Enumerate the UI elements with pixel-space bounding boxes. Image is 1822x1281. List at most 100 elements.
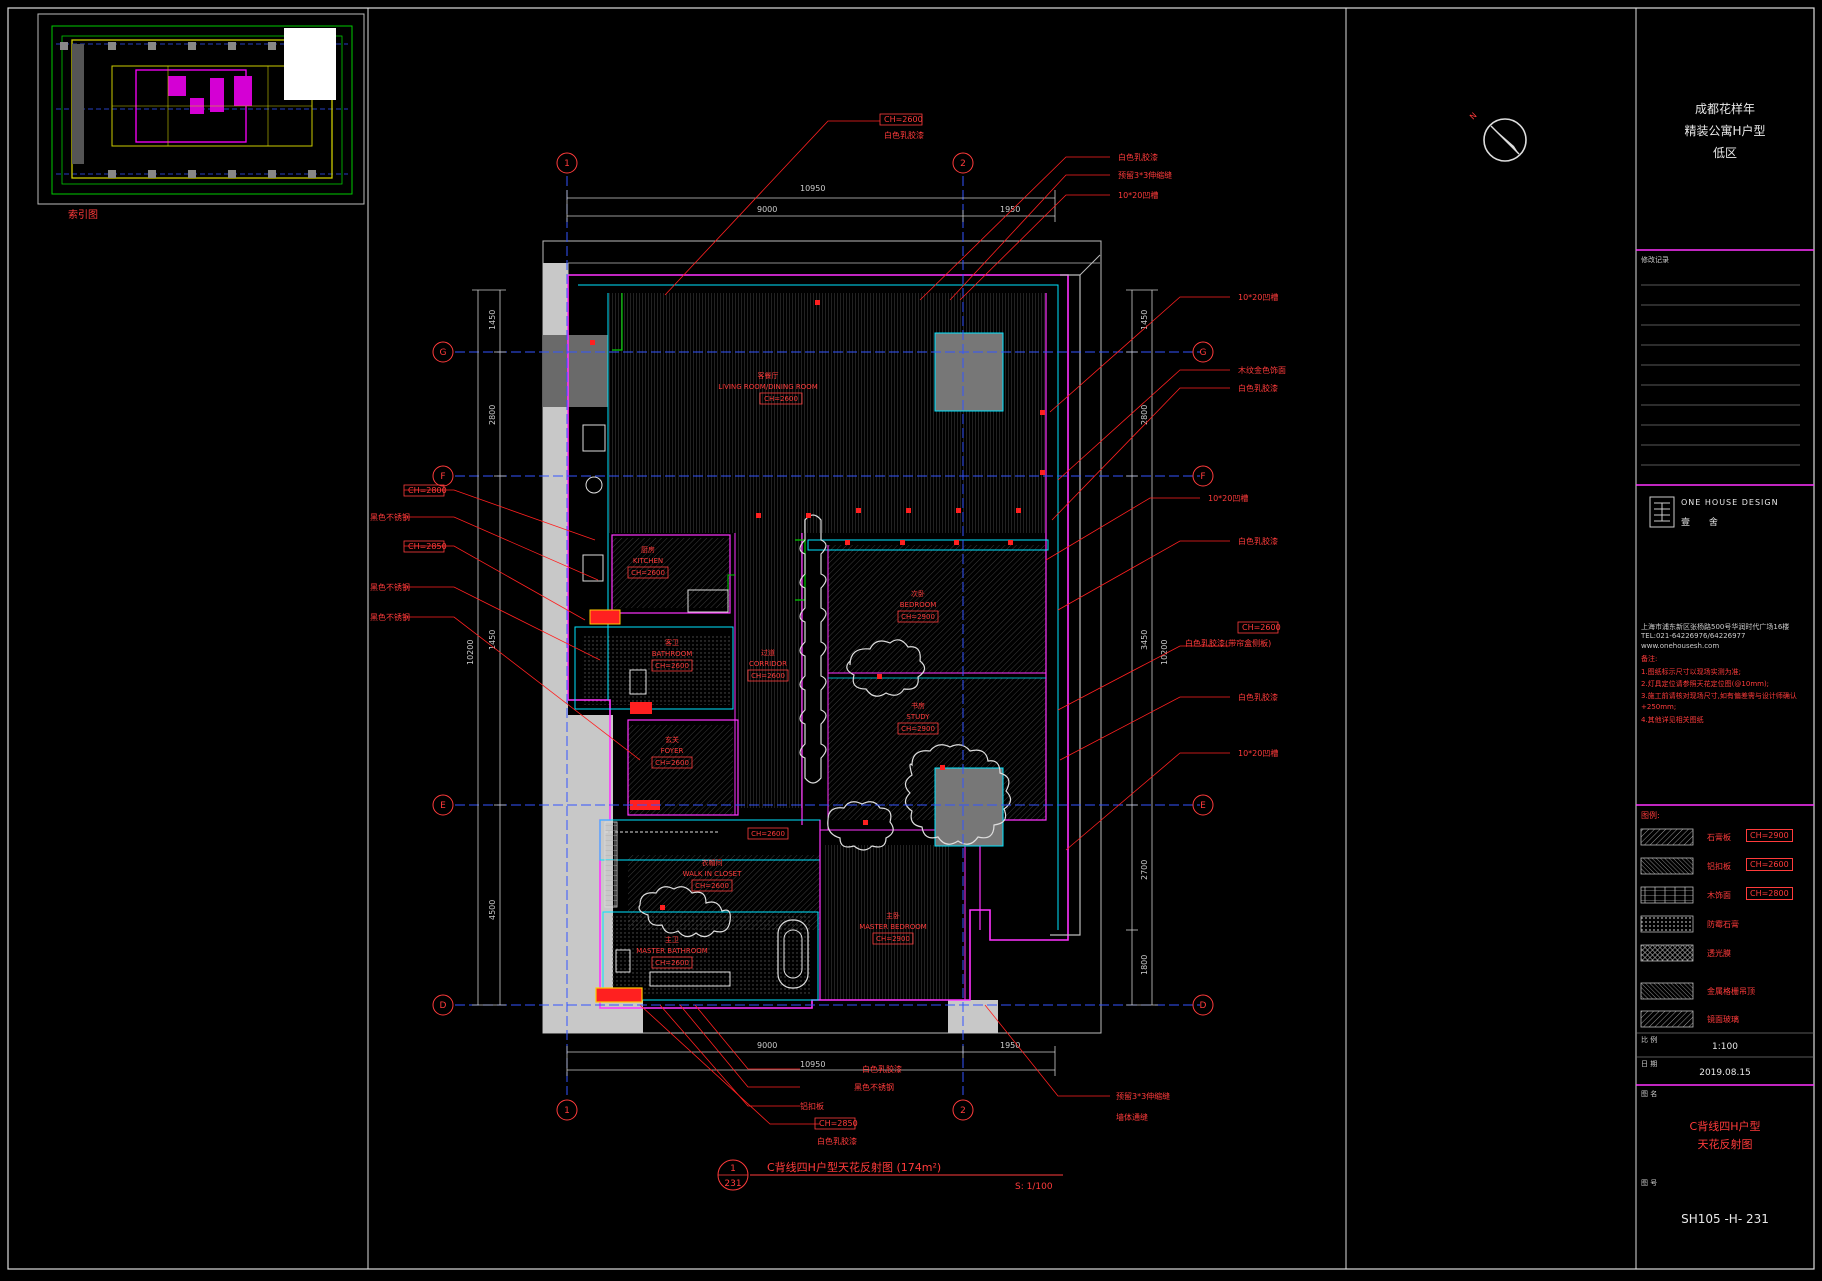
svg-text:厨房: 厨房	[641, 545, 655, 554]
callout-r6: 白色乳胶漆	[1238, 383, 1278, 393]
drawing-name-label: 图 名	[1641, 1090, 1658, 1098]
callout-r3: 10*20凹槽	[1118, 190, 1158, 200]
callout-l2-ch: CH=2850	[408, 542, 447, 551]
drawing-no-label: 图 号	[1641, 1179, 1658, 1187]
legend-row: 铝扣板 CH=2600	[1641, 858, 1801, 876]
svg-text:主卫: 主卫	[665, 935, 679, 944]
dim-left-total: 10200	[466, 640, 475, 665]
svg-text:书房: 书房	[911, 701, 925, 710]
svg-text:客餐厅: 客餐厅	[758, 371, 779, 380]
company-phone: TEL:021-64226976/64226977	[1641, 632, 1746, 640]
svg-text:CH=2900: CH=2900	[901, 613, 935, 621]
svg-text:CH=2600: CH=2600	[655, 759, 689, 767]
callout-l1-ch: CH=2800	[408, 486, 447, 495]
legend-row: 木饰面 CH=2800	[1641, 887, 1801, 905]
legend-name: 透光膜	[1707, 949, 1731, 958]
drawing-name-line-1: C背线四H户型	[1689, 1120, 1761, 1133]
scale-value: 1:100	[1712, 1042, 1738, 1052]
callout-b1: 白色乳胶漆	[862, 1064, 902, 1074]
legend-name: 木饰面	[1707, 891, 1731, 900]
svg-text:衣帽间: 衣帽间	[702, 858, 723, 867]
callout-r9-ch: CH=2600	[1242, 623, 1281, 632]
grid-bubble-g-right: G	[1200, 348, 1207, 358]
legend-name: 铝扣板	[1707, 862, 1731, 871]
callout-r9: 白色乳胶漆(带帘盒侧板)	[1185, 638, 1271, 648]
svg-text:过道: 过道	[761, 648, 775, 657]
svg-text:次卧: 次卧	[911, 589, 925, 598]
legend-ch: CH=2800	[1746, 887, 1793, 900]
legend-ch: CH=2900	[1746, 829, 1793, 842]
svg-text:C背线四H户型天花反射图 (174m²): C背线四H户型天花反射图 (174m²)	[767, 1160, 941, 1174]
svg-text:KITCHEN: KITCHEN	[633, 557, 663, 565]
callout-r11: 10*20凹槽	[1238, 748, 1278, 758]
callout-b7: 墙体通缝	[1116, 1112, 1148, 1122]
grid-bubble-e-right: E	[1200, 801, 1206, 811]
room-walk-in-closet: 衣帽间 WALK IN CLOSET CH=2600	[683, 858, 742, 892]
svg-text:N: N	[1468, 111, 1479, 122]
svg-text:CH=2600: CH=2600	[631, 569, 665, 577]
dim-left-1: 1450	[488, 310, 497, 330]
svg-text:S: 1/100: S: 1/100	[1015, 1182, 1053, 1192]
project-name-block: 成都花样年 精装公寓H户型 低区	[1636, 98, 1814, 164]
svg-text:CH=2600: CH=2600	[655, 662, 689, 670]
drawing-number: SH105 -H- 231	[1681, 1212, 1769, 1226]
grid-bubble-e-left: E	[440, 801, 446, 811]
svg-text:231: 231	[724, 1179, 741, 1189]
svg-text:CORRIDOR: CORRIDOR	[749, 660, 787, 668]
company-name-en: ONE HOUSE DESIGN	[1681, 498, 1779, 507]
room-bathroom: 客卫 BATHROOM CH=2600	[651, 638, 693, 672]
company-logo-icon	[1649, 496, 1675, 528]
company-address: 上海市浦东新区张杨路500号华润时代广场16楼	[1641, 623, 1790, 631]
dim-right-5: 1800	[1140, 955, 1149, 975]
legend-swatches	[1640, 828, 1694, 1028]
dim-right-4: 2700	[1140, 860, 1149, 880]
grid-bubble-2-top: 2	[960, 159, 966, 169]
room-study: 书房 STUDY CH=2900	[897, 701, 939, 735]
svg-text:MASTER BEDROOM: MASTER BEDROOM	[859, 923, 927, 931]
svg-text:CH=2900: CH=2900	[901, 725, 935, 733]
note-3: 3.施工前请核对现场尺寸,如有偏差需与设计师确认	[1641, 692, 1797, 700]
svg-text:CH=2900: CH=2900	[876, 935, 910, 943]
project-line-2: 精装公寓H户型	[1684, 124, 1766, 138]
svg-text:MASTER BATHROOM: MASTER BATHROOM	[636, 947, 708, 955]
callout-r8: 白色乳胶漆	[1238, 536, 1278, 546]
svg-text:CH=2600: CH=2600	[655, 959, 689, 967]
callout-b2: 黑色不锈钢	[854, 1082, 894, 1092]
legend-row: 透光膜	[1641, 945, 1801, 963]
svg-text:FOYER: FOYER	[661, 747, 684, 755]
scale-label: 比 例	[1641, 1036, 1658, 1044]
project-line-1: 成都花样年	[1694, 102, 1755, 116]
callout-r5: 木纹金色饰面	[1238, 365, 1286, 375]
floor-plan: 10950 9000 1950 10950 9000 1950 1450 280…	[370, 113, 1286, 1192]
sheet-border	[7, 7, 1815, 1270]
grid-bubble-2-bottom: 2	[960, 1106, 966, 1116]
key-plan	[37, 13, 365, 205]
svg-text:CH=2600: CH=2600	[751, 830, 785, 838]
date-value: 2019.08.15	[1699, 1068, 1751, 1078]
note-2: 2.灯具定位请参照天花定位图(@10mm);	[1641, 680, 1770, 688]
svg-text:客卫: 客卫	[665, 638, 679, 647]
dim-left-3: 1450	[488, 630, 497, 650]
legend-row: 防霉石膏	[1641, 916, 1801, 934]
room-kitchen: 厨房 KITCHEN CH=2600	[627, 545, 669, 579]
legend-row: 金属格栅吊顶	[1641, 983, 1801, 1001]
svg-text:主卧: 主卧	[886, 911, 900, 920]
dim-bottom-total: 10950	[800, 1060, 825, 1069]
room-master-bedroom: 主卧 MASTER BEDROOM CH=2900	[859, 911, 927, 945]
legend-name: 金属格栅吊顶	[1707, 987, 1755, 996]
svg-text:BATHROOM: BATHROOM	[652, 650, 693, 658]
drawing-name-line-2: 天花反射图	[1697, 1138, 1753, 1151]
dim-left-4: 4500	[488, 900, 497, 920]
key-plan-caption: 索引图	[68, 208, 98, 221]
company-website: www.onehousesh.com	[1641, 642, 1720, 650]
legend-row: 石膏板 CH=2900	[1641, 829, 1801, 847]
callout-b3: 铝扣板	[800, 1101, 824, 1111]
svg-text:玄关: 玄关	[665, 735, 679, 744]
grid-bubble-d-right: D	[1200, 1001, 1207, 1011]
dim-top-right: 1950	[1000, 205, 1020, 214]
dim-right-1: 1450	[1140, 310, 1149, 330]
legend-row: 镜面玻璃	[1641, 1011, 1801, 1029]
callout-r4: 10*20凹槽	[1238, 292, 1278, 302]
svg-text:1: 1	[730, 1164, 736, 1174]
